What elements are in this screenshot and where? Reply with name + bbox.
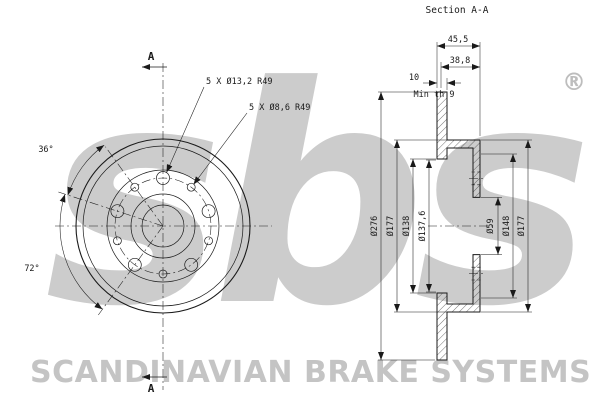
hat-outer-diameter-label: Ø177 — [385, 216, 396, 236]
mounting-hole — [184, 257, 199, 272]
small-hole — [113, 236, 122, 246]
front-view: 36° 72° 5 X Ø13,2 R49 5 X Ø8,6 R49 A A — [24, 50, 310, 395]
center-bore-circle — [141, 204, 185, 248]
mounting-hole — [110, 204, 125, 219]
hat-outline-circle — [106, 169, 220, 283]
bolt-circle-centerline — [114, 177, 212, 275]
large-holes-label: 5 X Ø13,2 R49 — [206, 76, 273, 87]
flange-diameter-label: Ø177 — [516, 216, 527, 236]
small-hole — [204, 236, 213, 246]
large-holes-leader-line — [166, 86, 205, 173]
section-view: Section A-A 45,5 38,8 10 Min th 9 Ø276 — [369, 5, 532, 361]
small-hole — [186, 182, 196, 192]
angle-72-arc — [59, 194, 103, 310]
hub-diameter-label: Ø148 — [501, 216, 512, 236]
radial-centerline-162 — [58, 191, 164, 227]
footer-brand-text: SCANDINAVIAN BRAKE SYSTEMS — [30, 355, 592, 390]
small-holes-leader-line — [193, 112, 248, 185]
hat-depth-label: 38,8 — [450, 56, 470, 66]
section-mark-top-label: A — [148, 50, 155, 63]
section-mark-bottom-label: A — [148, 382, 155, 395]
section-body-upper — [436, 91, 481, 198]
mounting-hole — [156, 171, 170, 185]
section-body-lower — [436, 254, 481, 361]
small-hole — [158, 269, 168, 279]
outer-diameter-label: Ø276 — [369, 216, 380, 236]
angle-36-arc — [67, 144, 105, 196]
overall-width-label: 45,5 — [448, 35, 468, 45]
min-thickness-label: Min th 9 — [414, 90, 455, 100]
angle-72-label: 72° — [24, 264, 39, 274]
radial-centerline-126 — [105, 146, 164, 227]
section-title: Section A-A — [426, 5, 489, 16]
disc-thickness-label: 10 — [409, 73, 419, 83]
angle-36-label: 36° — [38, 145, 53, 155]
hub-circle — [130, 193, 196, 259]
mounting-hole — [201, 204, 216, 219]
radial-centerline-234 — [98, 225, 164, 316]
friction-inner-diameter-alt-label: Ø137,6 — [417, 211, 428, 242]
friction-inner-diameter-label: Ø138 — [401, 216, 412, 236]
mounting-hole — [127, 257, 142, 272]
small-holes-label: 5 X Ø8,6 R49 — [249, 102, 310, 113]
registered-trademark-icon: ® — [562, 68, 586, 96]
center-bore-label: Ø59 — [485, 218, 496, 233]
small-hole — [130, 182, 140, 192]
